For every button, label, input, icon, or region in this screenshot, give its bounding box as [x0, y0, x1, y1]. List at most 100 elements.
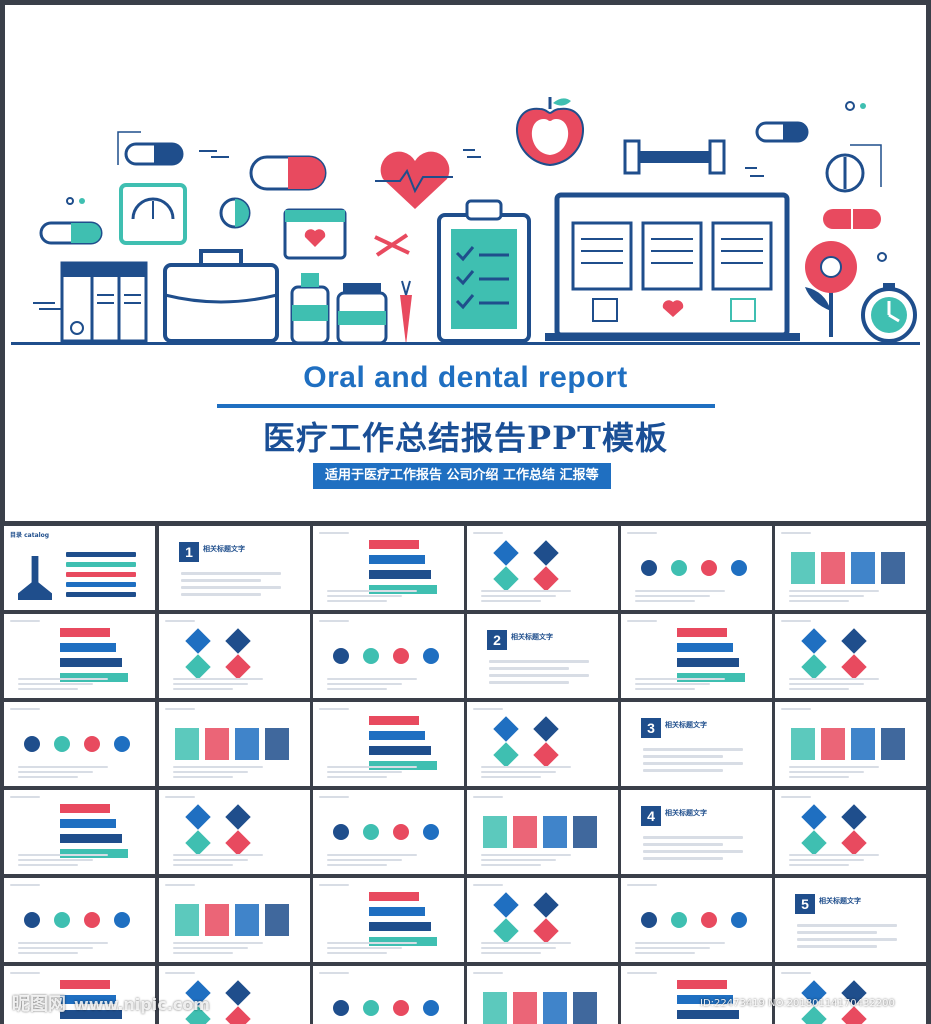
slide-thumbnail[interactable]	[775, 790, 926, 874]
infographic-shape	[701, 560, 717, 576]
infographic-shape	[677, 1010, 739, 1019]
text-line	[481, 952, 541, 954]
infographic-shape	[423, 1000, 439, 1016]
heart-pulse-icon	[375, 151, 453, 209]
watermark-site: 昵图网	[12, 994, 66, 1015]
text-line	[789, 678, 879, 680]
slide-header	[319, 620, 349, 622]
slide-thumbnail[interactable]	[467, 526, 618, 610]
slide-header	[165, 796, 195, 798]
slide-thumbnail[interactable]	[159, 614, 310, 698]
capsule-icon	[755, 121, 809, 143]
slide-thumbnail[interactable]	[467, 702, 618, 786]
text-line	[327, 688, 387, 690]
slide-thumbnail[interactable]: 目录 catalog	[4, 526, 155, 610]
slide-thumbnail[interactable]	[313, 966, 464, 1024]
hero-slide[interactable]: Oral and dental report 医疗工作总结报告PPT模板 适用于…	[5, 5, 926, 521]
slide-thumbnail[interactable]	[313, 790, 464, 874]
slide-thumbnail[interactable]	[4, 790, 155, 874]
slide-thumbnail[interactable]	[621, 526, 772, 610]
infographic-shape	[114, 912, 130, 928]
text-line	[635, 678, 725, 680]
title-divider	[217, 404, 715, 408]
section-number: 2	[487, 630, 507, 650]
infographic-shape	[791, 728, 815, 760]
text-line	[643, 762, 743, 765]
slide-thumbnail[interactable]	[313, 614, 464, 698]
slide-thumbnail[interactable]	[4, 614, 155, 698]
text-line	[327, 766, 417, 768]
infographic-shape	[513, 816, 537, 848]
slide-thumbnail[interactable]	[313, 702, 464, 786]
text-line	[789, 864, 849, 866]
infographic-shape	[573, 816, 597, 848]
slide-thumbnail[interactable]	[621, 966, 772, 1024]
infographic-shape	[265, 904, 289, 936]
text-line	[489, 674, 589, 677]
flower-icon	[805, 241, 857, 337]
infographic-shape	[363, 648, 379, 664]
slide-thumbnail[interactable]	[467, 878, 618, 962]
slide-thumbnail[interactable]	[467, 966, 618, 1024]
slide-thumbnail[interactable]	[159, 790, 310, 874]
infographic-shape	[54, 736, 70, 752]
slide-thumbnail[interactable]	[775, 614, 926, 698]
infographic-shape	[369, 585, 437, 594]
slide-thumbnail[interactable]	[4, 702, 155, 786]
infographic-shape	[369, 892, 419, 901]
text-line	[789, 590, 879, 592]
text-line	[635, 600, 695, 602]
slide-header	[165, 972, 195, 974]
infographic-shape	[84, 736, 100, 752]
slide-thumbnail[interactable]	[313, 526, 464, 610]
infographic-shape	[363, 1000, 379, 1016]
slide-thumbnail[interactable]	[4, 878, 155, 962]
slide-header	[10, 884, 40, 886]
capsule-icon	[249, 155, 327, 191]
slide-thumbnail[interactable]	[4, 966, 155, 1024]
laptop-icon	[545, 192, 800, 341]
slide-header	[781, 708, 811, 710]
slide-thumbnail[interactable]	[621, 878, 772, 962]
slide-header	[165, 620, 195, 622]
text-line	[173, 771, 248, 773]
infographic-shape	[333, 824, 349, 840]
text-line	[643, 769, 723, 772]
slide-header	[319, 972, 349, 974]
infographic-shape	[731, 912, 747, 928]
slide-thumbnail[interactable]	[775, 966, 926, 1024]
text-line	[173, 683, 248, 685]
slide-header	[319, 708, 349, 710]
slide-thumbnail[interactable]	[159, 878, 310, 962]
catalog-row	[66, 582, 136, 587]
infographic-shape	[175, 728, 199, 760]
slide-thumbnail[interactable]	[621, 614, 772, 698]
slide-thumbnail[interactable]	[467, 790, 618, 874]
text-line	[635, 952, 695, 954]
slide-thumbnail[interactable]	[775, 702, 926, 786]
infographic-shape	[369, 731, 425, 740]
capsule-icon	[39, 221, 103, 245]
jar-icon	[336, 283, 388, 345]
slide-thumbnail[interactable]	[775, 526, 926, 610]
slide-thumbnail[interactable]	[159, 966, 310, 1024]
infographic-shape	[641, 912, 657, 928]
text-line	[173, 952, 233, 954]
text-line	[643, 843, 723, 846]
infographic-shape	[881, 552, 905, 584]
slide-thumbnail[interactable]	[159, 702, 310, 786]
title-chinese: 医疗工作总结报告PPT模板	[263, 419, 668, 457]
infographic-shape	[493, 716, 519, 742]
infographic-shape	[369, 746, 431, 755]
text-line	[18, 688, 78, 690]
infographic-shape	[423, 648, 439, 664]
slide-header	[10, 796, 40, 798]
infographic-shape	[225, 804, 251, 830]
slide-thumbnail[interactable]	[313, 878, 464, 962]
text-line	[327, 952, 387, 954]
